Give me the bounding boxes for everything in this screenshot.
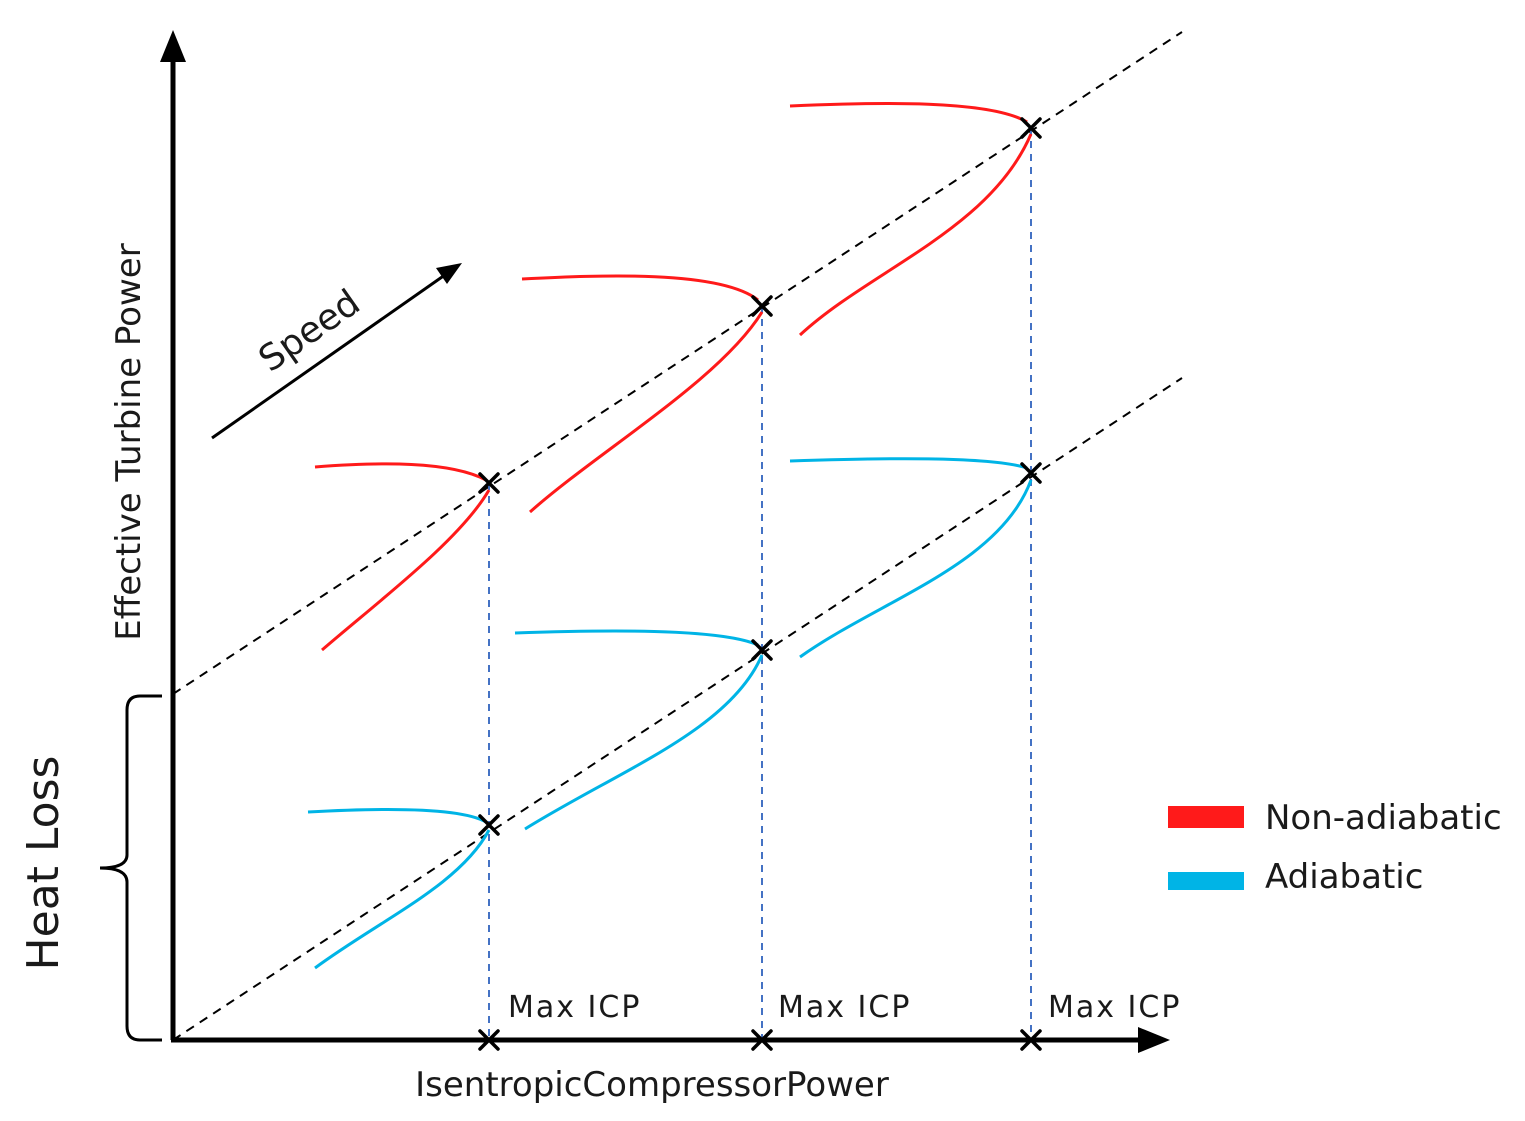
adiabatic-bottom-3: [799, 479, 1033, 659]
y-axis-title: Effective Turbine Power: [109, 243, 149, 640]
non-adiabatic-bottom-1: [321, 489, 491, 652]
adiabatic-top-2: [514, 629, 759, 647]
adiabatic-bottom-1: [314, 829, 491, 970]
max-icp-label-3: Max ICP: [1048, 990, 1181, 1025]
x-axis-arrow: [1138, 1027, 1170, 1053]
adiabatic-top-1: [307, 807, 487, 824]
x-marker-axis-3: [1020, 1029, 1042, 1051]
non-adiabatic-curves: [314, 102, 1033, 652]
y-axis-arrow: [160, 30, 186, 62]
legend-swatch-non-adiabatic: [1168, 806, 1244, 828]
legend: Non-adiabatic Adiabatic: [1168, 798, 1502, 897]
max-icp-label-2: Max ICP: [778, 990, 911, 1025]
heat-loss-brace: [99, 694, 162, 1042]
x-marker-adiabatic-2: [751, 639, 773, 661]
x-marker-nonadiabatic-3: [1020, 117, 1042, 139]
non-adiabatic-top-3: [789, 102, 1028, 124]
non-adiabatic-bottom-2: [529, 311, 764, 514]
x-marker-adiabatic-1: [478, 814, 500, 836]
non-adiabatic-top-1: [314, 462, 487, 482]
max-icp-label-1: Max ICP: [508, 990, 641, 1025]
adiabatic-top-3: [789, 457, 1028, 470]
max-markers: [478, 117, 1042, 1051]
axes: [160, 30, 1170, 1053]
adiabatic-curves: [307, 457, 1033, 970]
x-axis-title: IsentropicCompressorPower: [415, 1065, 889, 1105]
legend-swatch-adiabatic: [1168, 872, 1244, 890]
legend-label-adiabatic: Adiabatic: [1265, 857, 1423, 897]
x-marker-nonadiabatic-1: [478, 472, 500, 494]
non-adiabatic-bottom-3: [798, 133, 1033, 337]
speed-label: Speed: [252, 282, 368, 380]
drop-lines: [488, 128, 1032, 1040]
x-marker-nonadiabatic-2: [751, 295, 773, 317]
speed-arrow-head: [436, 263, 462, 284]
legend-label-non-adiabatic: Non-adiabatic: [1265, 798, 1502, 838]
speed-arrow: [211, 268, 453, 440]
adiabatic-bottom-2: [524, 654, 764, 831]
heat-loss-label: Heat Loss: [18, 756, 69, 971]
non-adiabatic-top-2: [521, 274, 759, 302]
x-marker-axis-1: [478, 1029, 500, 1051]
x-marker-axis-2: [751, 1029, 773, 1051]
x-marker-adiabatic-3: [1020, 462, 1042, 484]
